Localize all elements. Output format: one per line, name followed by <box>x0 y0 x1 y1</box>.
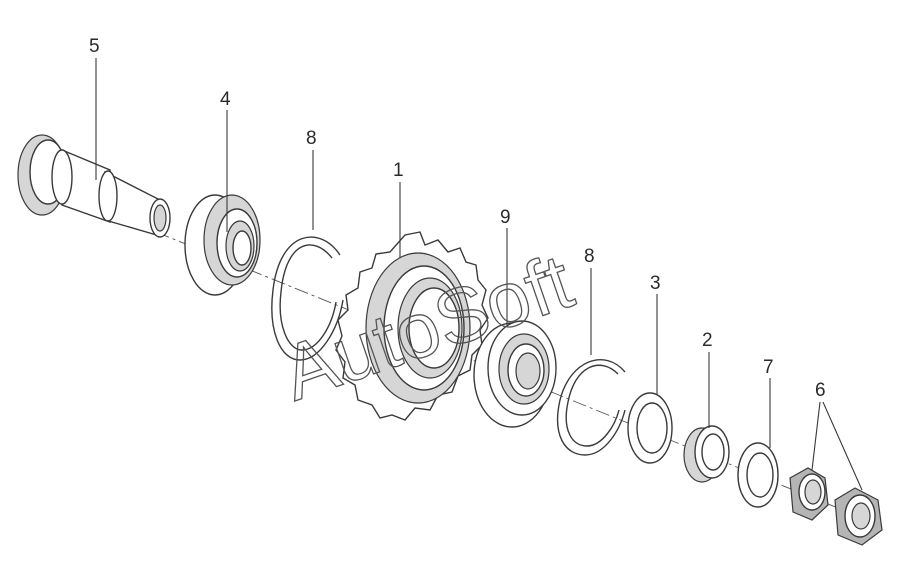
callout-7: 7 <box>763 357 774 378</box>
callout-5: 5 <box>89 36 100 57</box>
callout-4: 4 <box>220 89 231 110</box>
part-3-washer <box>627 392 673 464</box>
part-9-bearing <box>473 320 557 428</box>
part-5-axle <box>17 134 171 238</box>
part-6-nut-first <box>789 467 829 521</box>
callout-8-right: 8 <box>584 246 595 267</box>
callout-3: 3 <box>650 273 661 294</box>
callout-8-left: 8 <box>306 128 317 149</box>
part-2-spacer <box>683 425 730 483</box>
part-6-nut-second <box>834 487 883 546</box>
part-7-lock-washer <box>737 442 779 508</box>
part-8-retaining-ring-left <box>271 236 344 361</box>
part-8-retaining-ring-right <box>556 359 626 456</box>
callout-9: 9 <box>500 207 511 228</box>
callout-2: 2 <box>702 330 713 351</box>
callout-6: 6 <box>815 380 826 401</box>
leader-6-a <box>811 401 821 471</box>
part-4-bushing <box>184 194 261 296</box>
part-1-sprocket <box>335 231 489 421</box>
callout-1: 1 <box>393 160 404 181</box>
leader-6-b <box>822 401 863 491</box>
